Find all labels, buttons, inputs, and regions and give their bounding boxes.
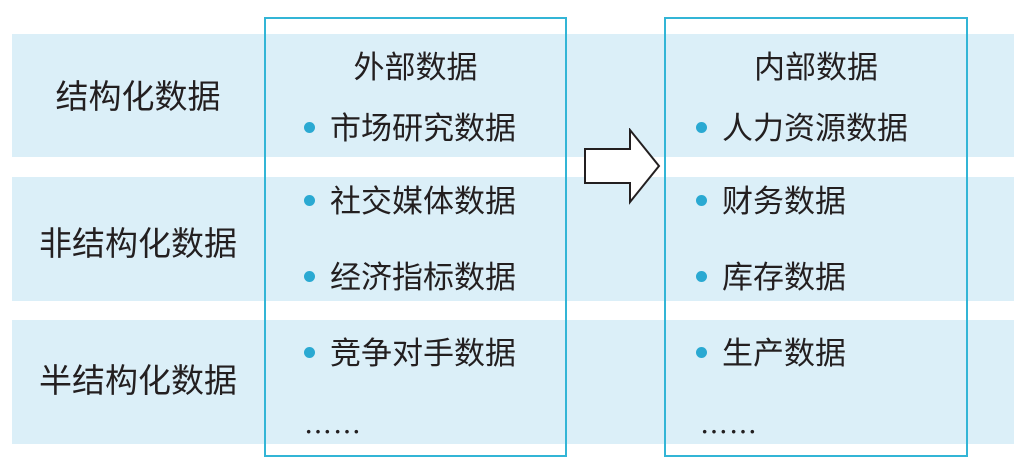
internal-data-title: 内部数据	[754, 50, 878, 86]
list-item: 人力资源数据	[696, 110, 908, 148]
bullet-icon	[304, 122, 315, 133]
list-item: 库存数据	[696, 259, 846, 297]
bullet-icon	[696, 271, 707, 282]
internal-more-ellipsis: ……	[700, 407, 758, 440]
list-item: 生产数据	[696, 335, 846, 373]
row-band-semistructured	[12, 320, 1014, 444]
bullet-icon	[304, 271, 315, 282]
list-item: 经济指标数据	[304, 259, 516, 297]
list-item: 财务数据	[696, 183, 846, 221]
row-label-structured: 结构化数据	[55, 77, 221, 116]
internal-data-box: 内部数据 人力资源数据 财务数据 库存数据 生产数据 ……	[664, 17, 968, 457]
bullet-icon	[696, 195, 707, 206]
external-data-title: 外部数据	[353, 50, 478, 86]
bullet-icon	[304, 195, 315, 206]
list-item: 竞争对手数据	[304, 335, 516, 373]
row-band-unstructured	[12, 177, 1014, 301]
right-arrow-icon	[584, 128, 661, 205]
bullet-icon	[696, 122, 707, 133]
external-data-box: 外部数据 市场研究数据 社交媒体数据 经济指标数据 竞争对手数据 ……	[264, 17, 567, 457]
row-band-structured	[12, 34, 1014, 157]
bullet-icon	[696, 347, 707, 358]
row-label-semistructured: 半结构化数据	[39, 361, 237, 400]
list-item: 市场研究数据	[304, 110, 516, 148]
list-item: 社交媒体数据	[304, 183, 516, 221]
external-more-ellipsis: ……	[304, 407, 362, 440]
bullet-icon	[304, 347, 315, 358]
row-label-unstructured: 非结构化数据	[39, 224, 237, 263]
